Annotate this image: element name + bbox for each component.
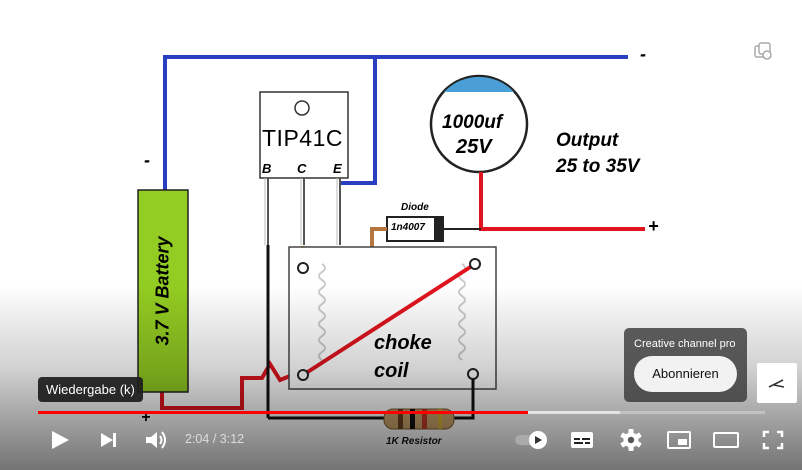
wire-blue-top bbox=[163, 55, 628, 190]
wire-red-output bbox=[479, 172, 645, 231]
pin-b-label: B bbox=[262, 161, 272, 176]
output-label: Output bbox=[556, 130, 619, 151]
time-separator: / bbox=[209, 432, 220, 446]
theater-mode-button[interactable] bbox=[712, 426, 740, 454]
autoplay-toggle[interactable] bbox=[514, 426, 550, 454]
progress-bar[interactable] bbox=[38, 411, 765, 414]
transistor-tip41c bbox=[259, 91, 349, 245]
play-icon bbox=[52, 431, 69, 449]
battery-label: 3.7 V Battery bbox=[152, 236, 173, 346]
gear-icon bbox=[620, 429, 642, 451]
choke-label-line1: choke bbox=[374, 332, 432, 354]
settings-button[interactable] bbox=[618, 426, 644, 454]
theater-mode-icon bbox=[713, 432, 739, 448]
minus-battery-label: - bbox=[144, 150, 150, 170]
miniplayer-icon bbox=[667, 431, 691, 449]
subscribe-button[interactable]: Abonnieren bbox=[634, 356, 737, 392]
subtitles-button[interactable] bbox=[569, 426, 595, 454]
play-tooltip: Wiedergabe (k) bbox=[38, 377, 143, 402]
pin-c-label: C bbox=[297, 161, 307, 176]
minus-top-label: - bbox=[640, 44, 646, 64]
output-range-label: 25 to 35V bbox=[556, 156, 640, 177]
progress-played bbox=[38, 411, 528, 414]
miniplayer-button[interactable] bbox=[666, 426, 692, 454]
time-display: 2:04 / 3:12 bbox=[185, 432, 244, 446]
fullscreen-button[interactable] bbox=[760, 426, 786, 454]
pin-e-label: E bbox=[333, 161, 342, 176]
watch-later-icon[interactable] bbox=[752, 40, 774, 62]
next-icon bbox=[101, 433, 116, 447]
diode bbox=[386, 216, 481, 242]
channel-name: Creative channel pro bbox=[634, 338, 736, 350]
plus-output-label: + bbox=[648, 216, 659, 236]
duration: 3:12 bbox=[219, 432, 245, 446]
wire-blue-emitter bbox=[340, 57, 377, 185]
volume-button[interactable] bbox=[143, 426, 169, 454]
diode-part-label: 1n4007 bbox=[391, 222, 425, 233]
transistor-label: TIP41C bbox=[262, 125, 343, 151]
channel-subscribe-card: Creative channel pro Abonnieren bbox=[624, 328, 747, 402]
diode-title-label: Diode bbox=[401, 202, 429, 213]
current-time: 2:04 bbox=[185, 432, 210, 446]
choke-label-line2: coil bbox=[374, 360, 409, 382]
subtitles-icon bbox=[571, 432, 593, 448]
watermark-logo-icon bbox=[768, 379, 785, 388]
resistor-label: 1K Resistor bbox=[386, 436, 442, 447]
play-button[interactable] bbox=[48, 426, 72, 454]
fullscreen-icon bbox=[762, 430, 784, 450]
capacitor-value-label: 1000uf bbox=[442, 112, 503, 133]
channel-watermark[interactable] bbox=[757, 363, 797, 403]
next-button[interactable] bbox=[97, 426, 121, 454]
volume-icon bbox=[146, 431, 166, 449]
autoplay-toggle-icon bbox=[515, 431, 547, 449]
capacitor-voltage-label: 25V bbox=[456, 136, 492, 158]
